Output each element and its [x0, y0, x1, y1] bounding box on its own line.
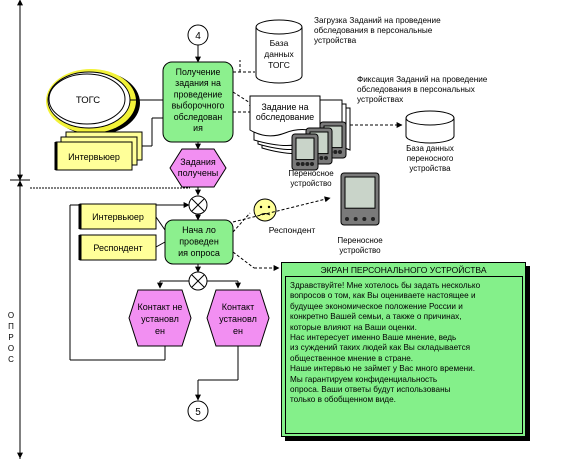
connector-5: 5: [187, 400, 209, 422]
pda-button: [353, 217, 358, 221]
note-load-line: обследования в персональные: [314, 26, 433, 35]
xor-operator-middle: [188, 271, 208, 291]
db-portable-line: База данных: [406, 144, 454, 153]
section-label-char: П: [8, 322, 14, 331]
note-fix-line: Фиксация Заданий на проведение: [357, 75, 488, 84]
portable-device-2: [340, 172, 380, 226]
section-label-char: Р: [8, 333, 13, 342]
togs-label: ТОГС: [76, 95, 100, 106]
function-receive-task-line: выборочного: [172, 101, 225, 111]
event-tasks-received-line: получены: [178, 168, 219, 178]
xor-operator-top: [188, 195, 208, 215]
device-screen-text: Здравствуйте! Мне хотелось бы задать нес…: [290, 281, 481, 405]
pda-button: [324, 156, 328, 160]
pda-button: [371, 217, 375, 221]
pda-button: [300, 162, 305, 166]
db-portable-line: переносного: [407, 154, 454, 163]
connector-4: 4: [187, 24, 209, 46]
pda-screen: [344, 176, 376, 209]
interviewer-role-left: Интервьюер: [78, 203, 157, 230]
togs-org-unit: ТОГС: [46, 69, 140, 135]
event-tasks-received-line: Задания: [180, 157, 216, 167]
section-label-char: О: [8, 344, 14, 353]
respondent-smiley: [253, 198, 277, 222]
note-load-line: устройства: [314, 36, 357, 45]
respondent-left-label: Респондент: [93, 243, 142, 253]
interviewer-role-top: Интервьюер: [54, 131, 143, 171]
event-contact-not-established-line: установл: [141, 314, 179, 324]
pda-button: [333, 150, 338, 154]
db-togs-line: ТОГС: [268, 60, 290, 70]
function-receive-task-line: проведение: [174, 89, 223, 99]
section-label-char: С: [8, 355, 14, 364]
function-start-survey-line: ия опроса: [178, 248, 220, 258]
event-contact-established-line: установл: [219, 314, 257, 324]
db-togs-line: данных: [264, 49, 294, 59]
pda-button: [305, 162, 310, 166]
note-load-tasks: Загрузка Заданий на проведениеобследован…: [314, 16, 441, 45]
event-contact-established-line: ен: [233, 326, 243, 336]
event-contact-not-established-line: Контакт не: [138, 302, 183, 312]
task-document-line: Задание на: [261, 102, 308, 112]
note-load-line: Загрузка Заданий на проведение: [314, 16, 441, 25]
interviewer-left-label: Интервьюер: [92, 212, 144, 222]
portable-device-stack: [291, 121, 347, 171]
note-fix-line: устройствах: [357, 95, 403, 104]
task-document-line: обследование: [256, 112, 314, 122]
function-receive-task-line: задания на: [175, 78, 221, 88]
pda-button: [296, 162, 300, 166]
connector-5-label: 5: [195, 407, 201, 418]
respondent-smiley-label: Респондент: [269, 225, 316, 235]
function-start-survey-line: проведен: [179, 237, 219, 247]
db-portable-line: устройства: [409, 164, 451, 173]
function-receive-task-line: обследован: [174, 112, 223, 122]
db-togs-line: База: [270, 38, 289, 48]
pda-button: [310, 162, 314, 166]
portable-device-2-line: устройство: [339, 246, 381, 255]
portable-device-2-line: Переносное: [337, 236, 383, 245]
connector-4-label: 4: [195, 31, 201, 42]
device-screen-panel: ЭКРАН ПЕРСОНАЛЬНОГО УСТРОЙСТВА Здравству…: [281, 262, 526, 437]
function-receive-task-line: Получение: [176, 67, 221, 77]
note-fix-tasks: Фиксация Заданий на проведениеобследован…: [357, 75, 488, 104]
note-fix-line: обследования в персональных: [357, 85, 475, 94]
event-contact-established-line: Контакт: [222, 302, 254, 312]
interviewer-top-label: Интервьюер: [68, 152, 120, 162]
function-receive-task-line: ия: [193, 123, 203, 133]
event-contact-not-established: Контакт не установл ен: [128, 289, 192, 347]
portable-device-1-line: устройство: [290, 179, 332, 188]
pda-screen: [295, 137, 315, 161]
portable-device-1-line: Переносное: [288, 169, 334, 178]
pda-button: [345, 217, 349, 221]
event-contact-not-established-line: ен: [155, 326, 165, 336]
pda-button: [319, 156, 324, 160]
pda-button: [338, 150, 342, 154]
respondent-role-left: Респондент: [78, 234, 157, 261]
event-contact-established: Контакт установл ен: [206, 289, 270, 347]
section-label-char: О: [8, 311, 14, 320]
device-screen-inner: Здравствуйте! Мне хотелось бы задать нес…: [285, 276, 523, 434]
function-start-survey-line: Нача ло: [182, 225, 216, 235]
device-screen-title: ЭКРАН ПЕРСОНАЛЬНОГО УСТРОЙСТВА: [320, 265, 487, 275]
pda-button: [362, 217, 367, 221]
